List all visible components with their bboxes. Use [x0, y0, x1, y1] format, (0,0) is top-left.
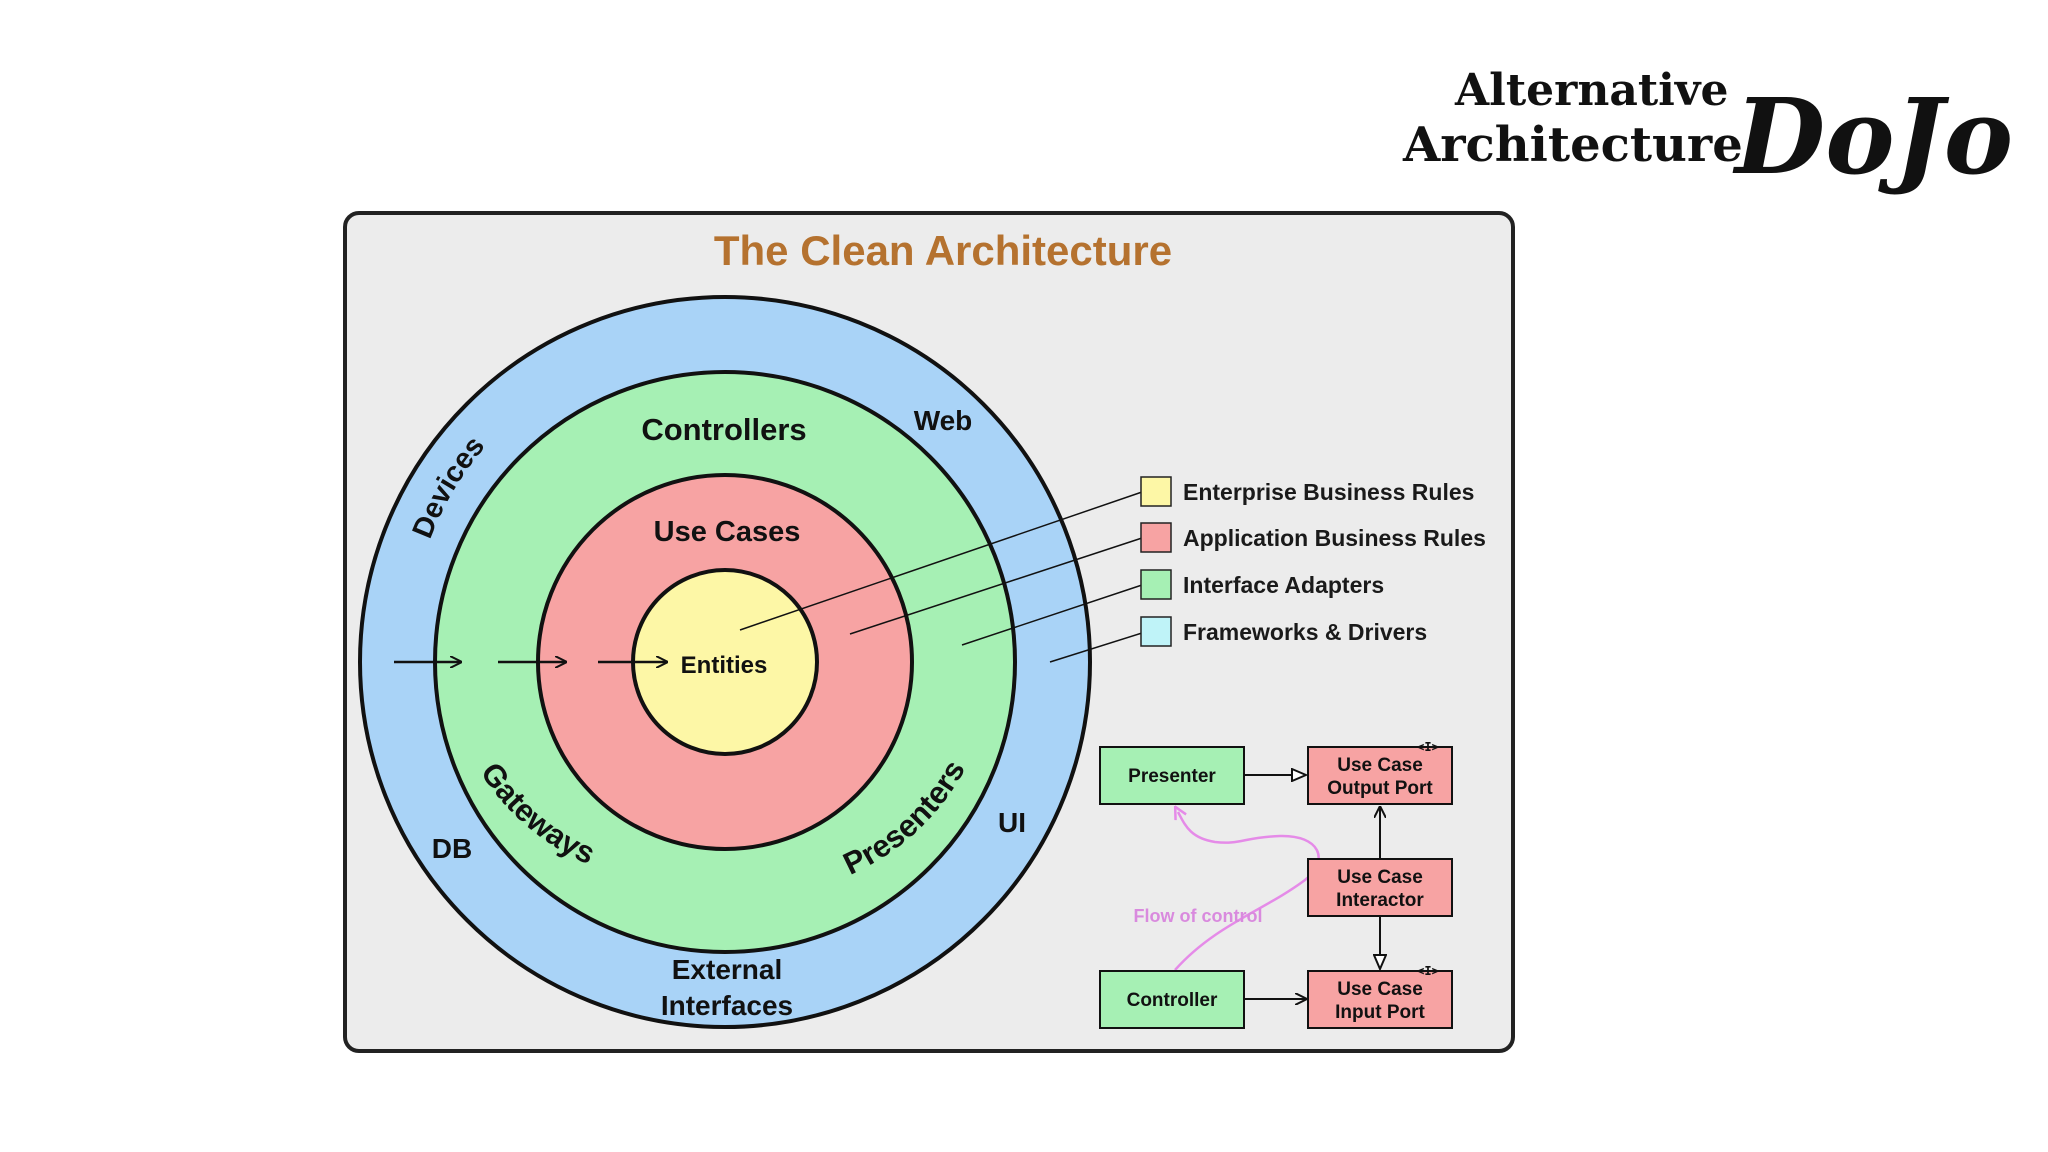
external-label: External — [672, 954, 783, 985]
logo-line-2: Architecture — [1402, 117, 1743, 173]
output-port-line-2: Output Port — [1327, 778, 1433, 799]
leader-line-use-cases — [849, 537, 1143, 635]
flow-of-control-curve — [1175, 812, 1320, 971]
use-case-output-port-box — [1307, 746, 1453, 805]
leader-line-adapters — [961, 584, 1143, 646]
ui-label: UI — [998, 807, 1026, 838]
legend: Enterprise Business Rules Application Bu… — [1140, 476, 1486, 647]
output-port-interface-tag: <I> — [1417, 740, 1439, 754]
legend-label-enterprise: Enterprise Business Rules — [1183, 479, 1474, 505]
diagram-title: The Clean Architecture — [714, 227, 1172, 274]
flow-of-control-diagram: Flow of control Presenter Controller Use… — [1099, 740, 1453, 1029]
legend-swatch-frameworks — [1140, 616, 1172, 647]
presenter-label: Presenter — [1128, 766, 1216, 787]
controller-label: Controller — [1127, 990, 1218, 1011]
logo-line-1: Alternative — [1454, 65, 1728, 116]
leader-line-entities — [739, 491, 1143, 631]
legend-swatch-adapters — [1140, 569, 1172, 600]
interactor-line-1: Use Case — [1337, 867, 1423, 888]
output-port-line-1: Use Case — [1337, 755, 1423, 776]
leader-line-frameworks — [1049, 632, 1143, 663]
use-case-input-port-box — [1307, 970, 1453, 1029]
use-case-interactor-box — [1307, 858, 1453, 917]
db-label: DB — [432, 833, 472, 864]
input-port-line-2: Input Port — [1335, 1002, 1425, 1023]
logo-word: DoJo — [1732, 75, 2013, 198]
web-label: Web — [914, 405, 973, 436]
flow-of-control-label: Flow of control — [1134, 906, 1263, 926]
use-cases-label: Use Cases — [654, 516, 801, 548]
legend-swatch-enterprise — [1140, 476, 1172, 507]
legend-label-adapters: Interface Adapters — [1183, 572, 1384, 598]
alternative-architecture-dojo-logo: Alternative Architecture DoJo — [1402, 65, 2013, 198]
input-port-line-1: Use Case — [1337, 979, 1423, 1000]
controller-box — [1099, 970, 1245, 1029]
presenter-box — [1099, 746, 1245, 805]
legend-swatch-application — [1140, 522, 1172, 553]
controllers-label: Controllers — [641, 412, 806, 447]
interfaces-label: Interfaces — [661, 990, 793, 1021]
legend-label-frameworks: Frameworks & Drivers — [1183, 619, 1427, 645]
legend-label-application: Application Business Rules — [1183, 525, 1486, 551]
entities-label: Entities — [681, 652, 768, 679]
input-port-interface-tag: <I> — [1417, 964, 1439, 978]
interactor-line-2: Interactor — [1336, 890, 1424, 911]
